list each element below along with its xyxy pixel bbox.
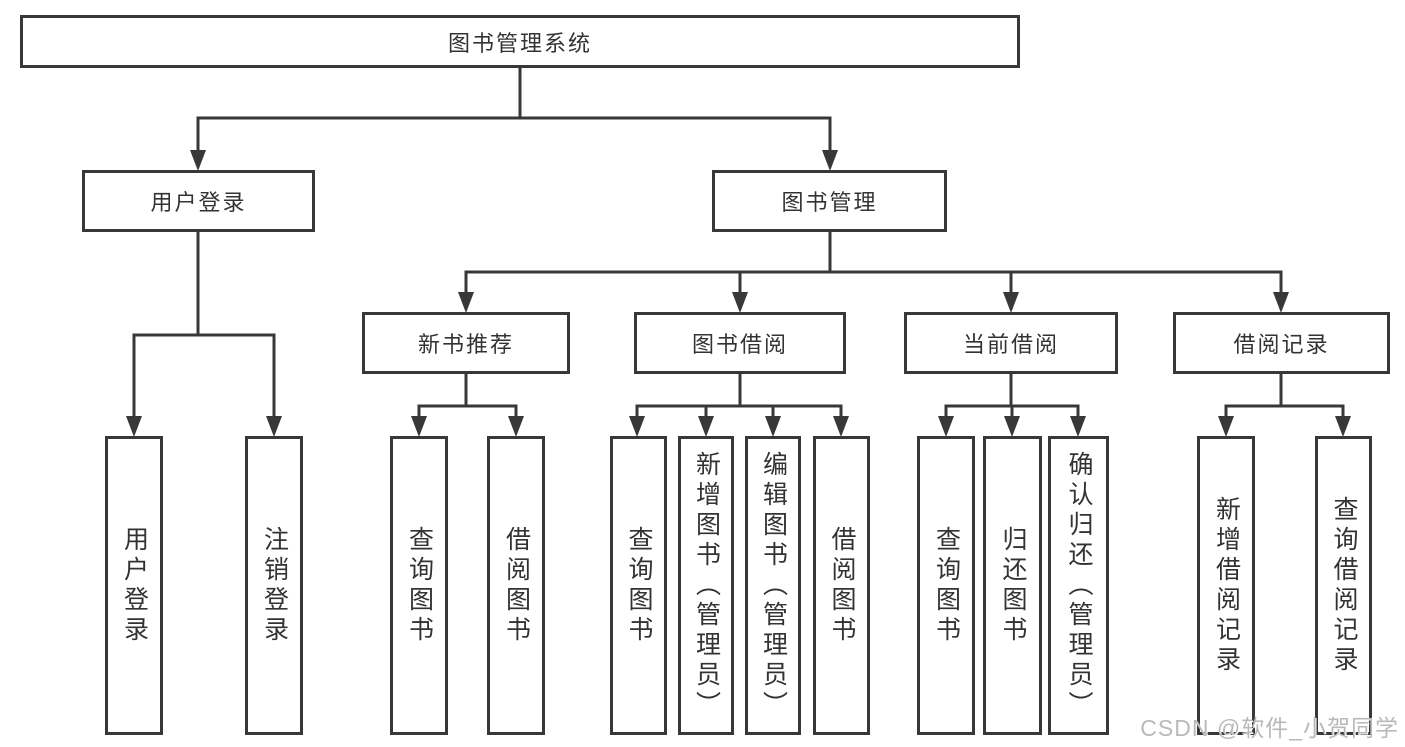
node-library-management-system: 图书管理系统 xyxy=(20,15,1020,68)
arrowhead-icon xyxy=(938,416,954,437)
arrowhead-icon xyxy=(765,416,781,437)
leaf-label: 查询借阅记录 xyxy=(1330,495,1358,676)
csdn-watermark: CSDN @软件_小贺同学 xyxy=(1140,715,1399,741)
leaf-user-login: 用户登录 xyxy=(105,436,163,735)
connector-borrow-records-to-leaves xyxy=(1218,372,1351,437)
node-current-borrow: 当前借阅 xyxy=(904,312,1118,374)
arrowhead-icon xyxy=(1003,292,1019,313)
leaf-add-borrow-record: 新增借阅记录 xyxy=(1197,436,1255,735)
leaf-label: 新增图书（管理员） xyxy=(692,450,721,721)
leaf-label: 查询图书 xyxy=(625,525,653,646)
arrowhead-icon xyxy=(629,416,645,437)
arrowhead-icon xyxy=(508,416,524,437)
leaf-label: 查询图书 xyxy=(405,525,434,646)
connector-current-borrow-to-leaves xyxy=(938,372,1086,437)
arrowhead-icon xyxy=(458,292,474,313)
connector-book-management-to-level3 xyxy=(458,230,1289,313)
leaf-label: 新增借阅记录 xyxy=(1212,495,1241,676)
node-label: 新书推荐 xyxy=(417,332,514,357)
node-label: 图书借阅 xyxy=(691,332,788,357)
node-new-book-recommend: 新书推荐 xyxy=(362,312,570,374)
leaf-return-books: 归还图书 xyxy=(983,436,1042,735)
node-label: 当前借阅 xyxy=(962,332,1059,357)
leaf-query-books-recommend: 查询图书 xyxy=(390,436,448,735)
node-label: 图书管理系统 xyxy=(447,30,592,56)
arrowhead-icon xyxy=(126,416,142,437)
leaf-confirm-return-admin: 确认归还（管理员） xyxy=(1048,436,1109,735)
arrowhead-icon xyxy=(1070,416,1086,437)
leaf-query-books-current: 查询图书 xyxy=(917,436,975,735)
node-book-borrow: 图书借阅 xyxy=(634,312,846,374)
connector-user-login-to-leaves xyxy=(126,230,282,437)
leaf-label: 借阅图书 xyxy=(828,525,856,646)
node-label: 用户登录 xyxy=(150,190,247,215)
leaf-borrow-books-recommend: 借阅图书 xyxy=(487,436,545,735)
connector-book-borrow-to-leaves xyxy=(629,372,849,437)
leaf-add-book-admin: 新增图书（管理员） xyxy=(678,436,734,735)
leaf-label: 注销登录 xyxy=(260,525,289,646)
arrowhead-icon xyxy=(190,150,206,171)
arrowhead-icon xyxy=(732,292,748,313)
leaf-label: 确认归还（管理员） xyxy=(1065,450,1093,721)
leaf-logout: 注销登录 xyxy=(245,436,303,735)
leaf-label: 编辑图书（管理员） xyxy=(759,450,788,721)
arrowhead-icon xyxy=(1004,416,1020,437)
arrowhead-icon xyxy=(266,416,282,437)
arrowhead-icon xyxy=(1218,416,1234,437)
node-user-login: 用户登录 xyxy=(82,170,315,232)
node-book-management: 图书管理 xyxy=(712,170,947,232)
node-label: 图书管理 xyxy=(781,190,878,215)
arrowhead-icon xyxy=(411,416,427,437)
arrowhead-icon xyxy=(833,416,849,437)
connector-new-book-recommend-to-leaves xyxy=(411,372,524,437)
leaf-borrow-books: 借阅图书 xyxy=(813,436,870,735)
arrowhead-icon xyxy=(698,416,714,437)
leaf-label: 归还图书 xyxy=(999,525,1027,646)
node-borrow-records: 借阅记录 xyxy=(1173,312,1390,374)
leaf-query-books-borrow: 查询图书 xyxy=(610,436,667,735)
arrowhead-icon xyxy=(1335,416,1351,437)
leaf-label: 借阅图书 xyxy=(502,525,531,646)
leaf-edit-book-admin: 编辑图书（管理员） xyxy=(745,436,801,735)
node-label: 借阅记录 xyxy=(1233,332,1330,357)
arrowhead-icon xyxy=(822,150,838,171)
arrowhead-icon xyxy=(1273,292,1289,313)
leaf-label: 查询图书 xyxy=(932,525,961,646)
leaf-label: 用户登录 xyxy=(120,525,149,646)
connector-root-to-level2 xyxy=(190,66,838,171)
leaf-query-borrow-record: 查询借阅记录 xyxy=(1315,436,1372,735)
